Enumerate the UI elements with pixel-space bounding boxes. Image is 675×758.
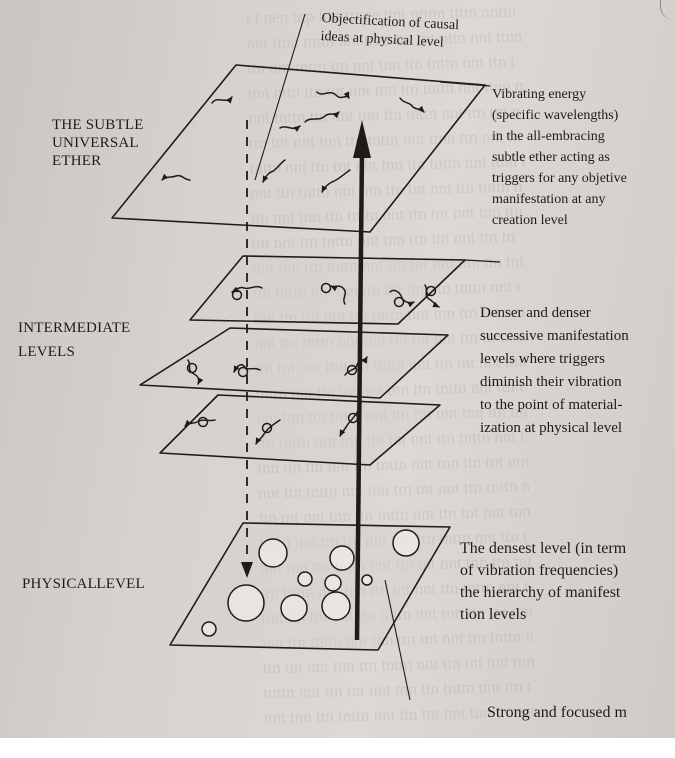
trigger-particle-icon — [231, 289, 243, 301]
ether-description: Vibrating energy (specific wavelengths) … — [492, 87, 627, 228]
trigger-particle-icon — [320, 282, 332, 294]
physical-description: The densest level (in term of vibration … — [460, 540, 627, 623]
trigger-icon — [184, 419, 216, 427]
ether-connector — [439, 81, 491, 87]
matter-particle-icon — [392, 529, 420, 557]
trigger-icon — [279, 125, 301, 132]
trigger-icon — [344, 356, 368, 376]
matter-particle-icon — [321, 591, 351, 621]
intermediate-plane-2 — [139, 327, 449, 399]
intermediate-label: INTERMEDIATE LEVELS — [18, 320, 131, 360]
causal-arrowhead — [353, 120, 371, 158]
trigger-icon — [316, 91, 350, 99]
matter-particle-icon — [258, 538, 288, 568]
trigger-icon — [304, 111, 340, 123]
trigger-icon — [255, 419, 281, 445]
matter-particle-icon — [324, 574, 342, 592]
intermediate-plane-1 — [189, 255, 466, 325]
causal-arrow-shaft — [354, 149, 365, 641]
trigger-icon — [231, 285, 263, 293]
trigger-particle-icon — [347, 412, 359, 424]
matter-particle-icon — [201, 621, 217, 637]
trigger-icon — [262, 159, 286, 183]
trigger-icon — [399, 97, 425, 113]
physical-label: PHYSICAL LEVEL — [22, 576, 145, 592]
trigger-particle-icon — [197, 416, 209, 428]
matter-particle-icon — [329, 545, 355, 571]
page-bottom-margin — [0, 738, 675, 758]
trigger-particle-icon — [261, 422, 273, 434]
trigger-icon — [330, 285, 347, 305]
ether-label: THE SUBTLE UNIVERSAL ETHER — [52, 117, 144, 169]
bottom-note-pointer — [384, 579, 411, 701]
trigger-icon — [211, 96, 233, 104]
top-note: Objectification of causal ideas at physi… — [320, 10, 460, 51]
trigger-particle-icon — [346, 364, 358, 376]
intermediate-plane-3 — [159, 394, 441, 466]
trigger-icon — [321, 169, 351, 193]
top-note-pointer — [254, 13, 306, 181]
matter-particle-icon — [297, 571, 313, 587]
matter-particle-icon — [227, 584, 265, 622]
matter-particle-icon — [361, 574, 373, 586]
page-edge-curve — [660, 0, 675, 20]
trigger-particle-icon — [186, 362, 198, 374]
intermediate-description: Denser and denser successive manifestati… — [480, 305, 629, 436]
bottom-note: Strong and focused m — [487, 704, 627, 721]
matter-particle-icon — [280, 594, 308, 622]
trigger-particle-icon — [237, 366, 249, 378]
intermediate-connector — [464, 259, 501, 263]
trigger-icon — [233, 363, 261, 373]
trigger-icon — [161, 173, 191, 181]
trigger-particle-icon — [425, 285, 437, 297]
trigger-icon — [339, 407, 361, 437]
ether-plane — [111, 64, 486, 233]
axis-arrowhead — [241, 562, 253, 578]
trigger-particle-icon — [393, 296, 405, 308]
